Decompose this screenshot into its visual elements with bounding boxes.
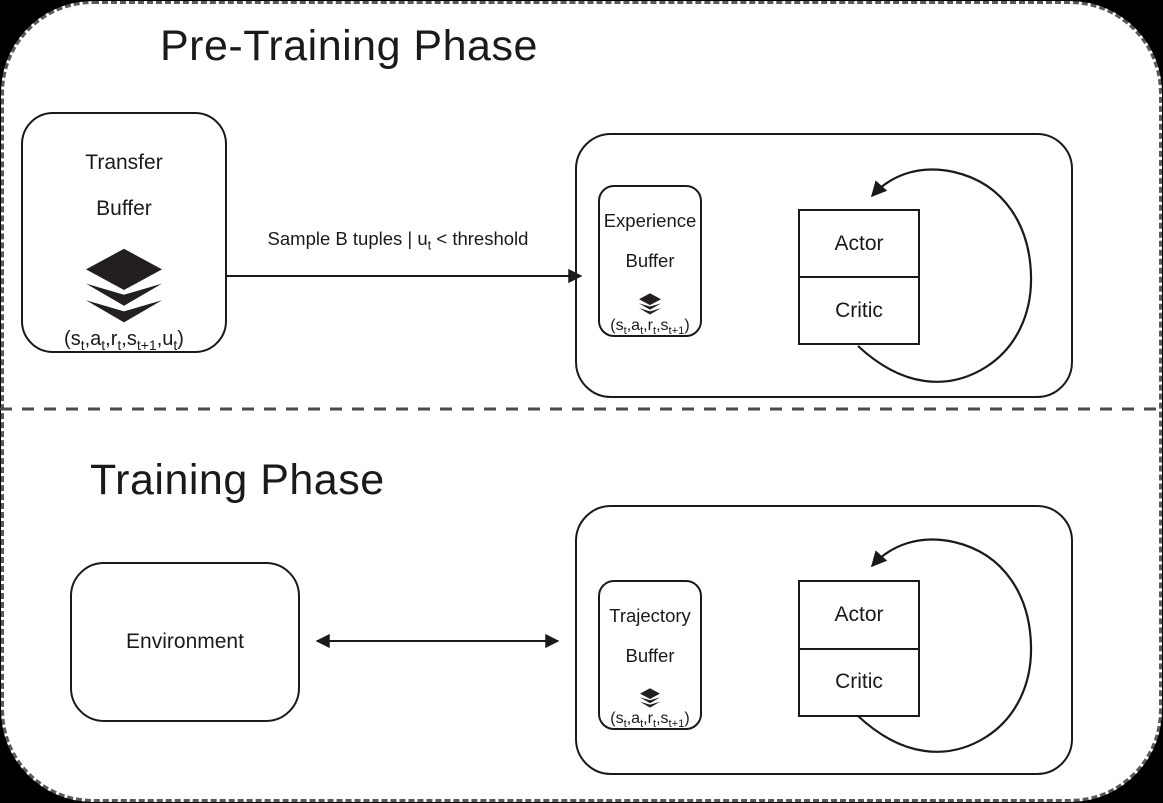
sample-arrow-label: Sample B tuples | ut < threshold <box>267 228 529 253</box>
environment-label: Environment <box>126 630 244 653</box>
experience-buffer-box: Experience Buffer (st,at,rt,st+1) <box>598 185 702 337</box>
experience-buffer-title-line2: Buffer <box>625 250 675 271</box>
trajectory-buffer-tuple: (st,at,rt,st+1) <box>610 710 690 731</box>
trajectory-buffer-box: Trajectory Buffer (st,at,rt,st+1) <box>598 580 702 730</box>
transfer-buffer-title: Transfer Buffer <box>85 128 162 243</box>
trajectory-buffer-title-line1: Trajectory <box>609 605 691 626</box>
layers-stack-icon <box>639 293 661 315</box>
pretrain-critic-cell: Critic <box>835 298 883 322</box>
transfer-buffer-title-line2: Buffer <box>96 197 152 220</box>
pretrain-actor-cell: Actor <box>800 211 918 278</box>
pretraining-phase-title: Pre-Training Phase <box>160 22 538 70</box>
experience-buffer-title: Experience Buffer <box>604 191 697 291</box>
transfer-buffer-tuple: (st,at,rt,st+1,ut) <box>64 328 184 353</box>
pretrain-actor-critic-box: Actor Critic <box>798 209 920 345</box>
experience-buffer-tuple: (st,at,rt,st+1) <box>610 317 690 338</box>
trajectory-buffer-title: Trajectory Buffer <box>609 586 691 686</box>
train-critic-cell: Critic <box>835 670 883 694</box>
environment-box: Environment <box>70 562 300 722</box>
trajectory-buffer-title-line2: Buffer <box>625 645 675 666</box>
layers-stack-icon <box>640 688 660 708</box>
transfer-buffer-box: Transfer Buffer (st,at,rt,st+1,ut) <box>21 112 227 353</box>
experience-buffer-title-line1: Experience <box>603 210 697 231</box>
training-phase-title: Training Phase <box>90 456 385 504</box>
transfer-buffer-title-line1: Transfer <box>85 151 163 174</box>
train-actor-cell: Actor <box>800 582 918 650</box>
train-actor-critic-box: Actor Critic <box>798 580 920 717</box>
layers-stack-icon <box>86 248 162 323</box>
